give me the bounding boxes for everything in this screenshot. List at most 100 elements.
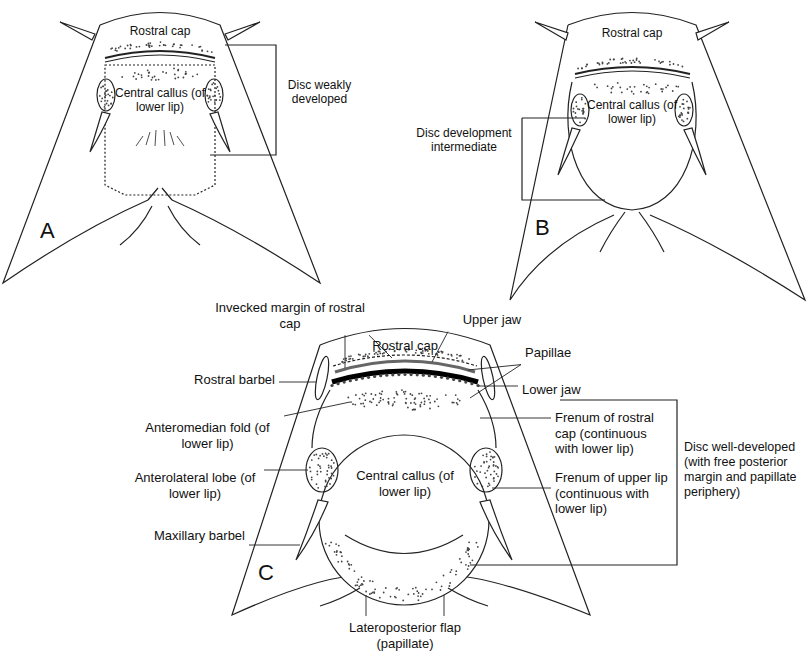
papilla-dot [488, 467, 490, 469]
papilla-dot [163, 44, 165, 46]
papilla-dot [110, 48, 112, 50]
papilla-dot [654, 59, 656, 61]
papilla-dot [141, 74, 143, 76]
papilla-dot [456, 354, 458, 356]
papilla-dot [584, 118, 586, 120]
part-label: Rostral barbel [170, 372, 275, 388]
papilla-dot [328, 465, 330, 467]
part-label: Disc weakly developed [282, 78, 357, 107]
head-outline [3, 25, 148, 283]
papilla-dot [467, 568, 469, 570]
papilla-dot [177, 70, 179, 72]
papilla-dot [101, 98, 103, 100]
papilla-dot [135, 78, 137, 80]
papilla-dot [388, 401, 390, 403]
papilla-dot [405, 398, 407, 400]
head-outline [320, 588, 488, 606]
head-outline [205, 79, 223, 111]
head-outline [332, 371, 478, 382]
papilla-dot [423, 398, 425, 400]
papilla-dot [677, 64, 679, 66]
papilla-dot [424, 403, 426, 405]
papilla-dot [313, 454, 315, 456]
papilla-dot [369, 401, 371, 403]
papilla-dot [413, 408, 415, 410]
papilla-dot [681, 103, 683, 105]
papilla-dot [355, 394, 357, 396]
papilla-dot [141, 76, 143, 78]
head-outline [510, 25, 614, 300]
head-outline [558, 128, 580, 175]
papilla-dot [218, 93, 220, 95]
papilla-dot [339, 551, 341, 553]
papilla-dot [646, 91, 648, 93]
papilla-dot [442, 351, 444, 353]
papilla-dot [159, 45, 161, 47]
papilla-dot [341, 561, 343, 563]
papilla-dot [485, 477, 487, 479]
papilla-dot [573, 111, 575, 113]
papilla-dot [634, 86, 636, 88]
papilla-dot [177, 69, 179, 71]
papilla-dot [364, 399, 366, 401]
papilla-dot [665, 87, 667, 89]
leader-line [345, 335, 346, 368]
papilla-dot [494, 456, 496, 458]
papilla-dot [155, 79, 157, 81]
part-label: Central callus (of lower lip) [110, 86, 210, 115]
papilla-dot [358, 586, 360, 588]
papilla-dot [191, 44, 193, 46]
head-outline [306, 448, 338, 492]
papilla-dot [489, 451, 491, 453]
papilla-dot [355, 378, 358, 381]
papilla-dot [328, 453, 330, 455]
papilla-dot [405, 391, 407, 393]
papilla-dot [371, 401, 373, 403]
papilla-dot [466, 549, 468, 551]
papilla-dot [148, 72, 150, 74]
papilla-dot [392, 403, 394, 405]
papilla-dot [497, 475, 499, 477]
papilla-dot [474, 466, 476, 468]
papilla-dot [402, 600, 404, 602]
papilla-dot [111, 91, 113, 93]
head-outline [60, 22, 95, 40]
part-label: Lower jaw [522, 382, 592, 398]
papilla-dot [683, 108, 685, 110]
papilla-dot [577, 108, 579, 110]
part-label: Rostral cap [365, 338, 445, 354]
papilla-dot [687, 112, 689, 114]
papilla-dot [311, 479, 313, 481]
papilla-dot [602, 62, 604, 64]
papilla-dot [686, 101, 688, 103]
papilla-dot [162, 71, 164, 73]
papilla-dot [643, 84, 645, 86]
papilla-dot [470, 382, 473, 385]
papilla-dot [165, 44, 167, 46]
papilla-dot [201, 50, 203, 52]
papilla-dot [102, 85, 104, 87]
papilla-dot [109, 95, 111, 97]
papilla-dot [677, 86, 679, 88]
papilla-dot [431, 589, 433, 591]
papilla-dot [380, 397, 382, 399]
papilla-dot [149, 42, 151, 44]
part-label: Maxillary barbel [150, 528, 245, 544]
leader-line [366, 595, 367, 616]
papilla-dot [577, 68, 579, 70]
papilla-dot [417, 595, 419, 597]
papilla-dot [429, 402, 431, 404]
papilla-dot [317, 464, 319, 466]
papilla-dot [421, 392, 423, 394]
papilla-dot [354, 404, 356, 406]
papilla-dot [425, 588, 427, 590]
papilla-dot [152, 77, 154, 79]
head-outline [535, 22, 568, 40]
papilla-dot [487, 470, 489, 472]
papilla-dot [133, 76, 135, 78]
papilla-dot [138, 73, 140, 75]
papilla-dot [486, 461, 488, 463]
papilla-dot [364, 355, 366, 357]
papilla-dot [329, 483, 331, 485]
papilla-dot [207, 50, 209, 52]
